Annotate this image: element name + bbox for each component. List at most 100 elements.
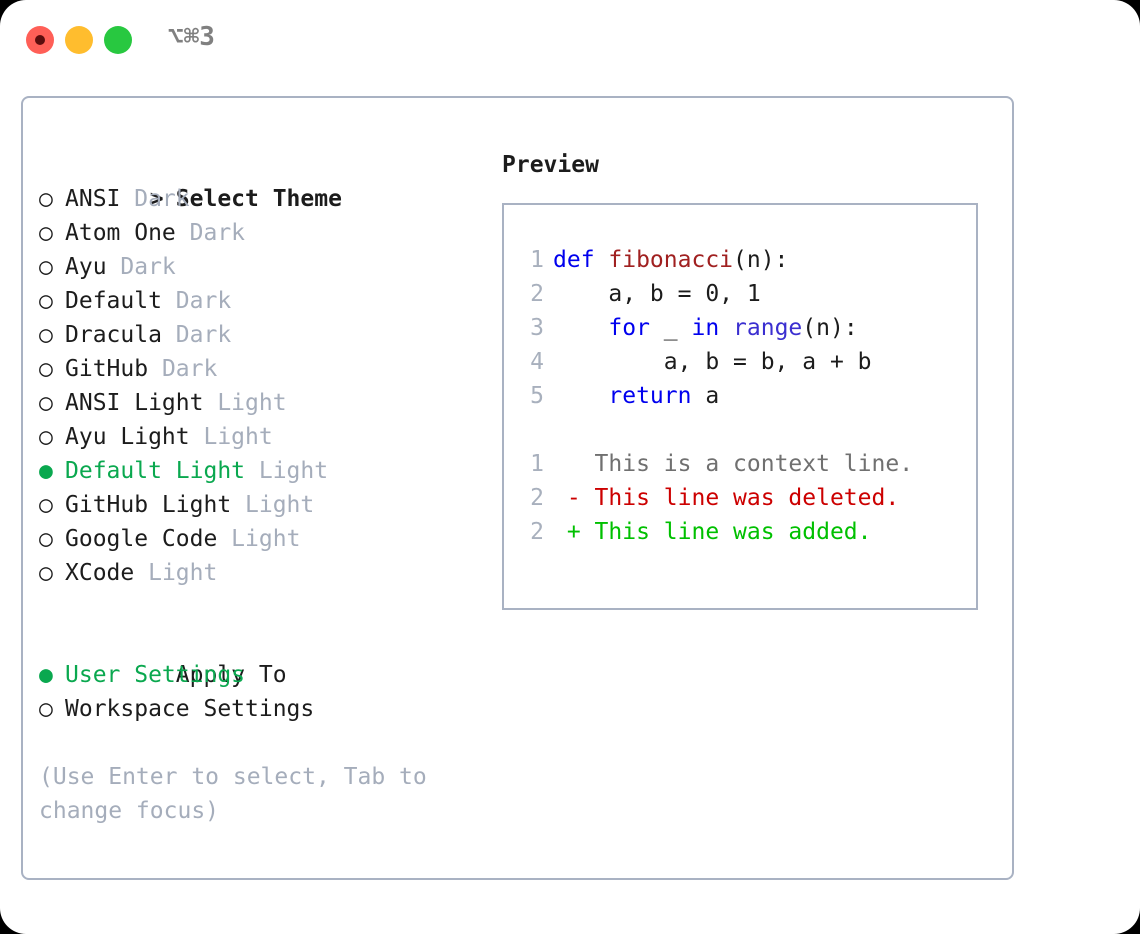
theme-name-label: Ayu [65, 254, 107, 280]
theme-name-label: ANSI Light [65, 390, 204, 416]
radio-unselected-icon[interactable]: ○ [39, 220, 53, 246]
theme-name-label: Default [65, 288, 162, 314]
prompt-caret-icon: > [149, 186, 178, 212]
apply-to-header: Apply To [39, 624, 489, 688]
select-theme-title: Select Theme [175, 186, 342, 212]
theme-list-item[interactable]: ○Ayu Light Light [39, 420, 489, 454]
radio-selected-icon[interactable]: ● [39, 458, 53, 484]
radio-unselected-icon[interactable]: ○ [39, 560, 53, 586]
radio-unselected-icon[interactable]: ○ [39, 390, 53, 416]
radio-unselected-icon[interactable]: ○ [39, 254, 53, 280]
code-token [719, 315, 733, 341]
theme-variant-tag: Dark [120, 186, 190, 212]
theme-list: ○ ANSI Dark ○ Atom One Dark ○ Ayu Dark ○ Defaul… [39, 182, 489, 590]
preview-title: Preview [502, 152, 599, 178]
radio-selected-icon[interactable]: ● [39, 662, 53, 688]
diff-marker: - [553, 485, 581, 511]
diff-text: This line was deleted. [580, 485, 900, 511]
theme-name-label: XCode [65, 560, 135, 586]
apply-to-option[interactable]: ○ Workspace Settings [39, 692, 489, 726]
code-line: 4 a, b = b, a + b [518, 345, 976, 379]
code-token: a [691, 383, 720, 409]
diff-marker [553, 451, 581, 477]
theme-selector-column: > Select Theme ○ANSI Dark○Atom One Dark○… [39, 148, 489, 828]
theme-list-item[interactable]: ○Dracula Dark [39, 318, 489, 352]
diff-text: This line was added. [580, 519, 872, 545]
theme-list-item[interactable]: ○ Google Code Light [39, 522, 489, 556]
line-number: 2 [530, 519, 544, 545]
radio-unselected-icon[interactable]: ○ [39, 696, 53, 722]
theme-list-item[interactable]: ○ Default Dark [39, 284, 489, 318]
theme-variant-tag: Dark [175, 220, 246, 246]
apply-to-options: ● User Settings ○ Workspace Settings [39, 658, 489, 726]
code-token: def [553, 247, 609, 273]
code-token [553, 383, 608, 409]
line-number: 4 [530, 349, 544, 375]
code-token: (n): [802, 315, 858, 341]
theme-name-label: Ayu Light [65, 424, 190, 450]
code-token: _ [649, 315, 692, 341]
code-line: 3 for _ in range(n): [518, 311, 976, 345]
diff-sample: 1 This is a context line. 2 - This line w… [518, 447, 976, 549]
radio-unselected-icon[interactable]: ○ [39, 356, 53, 382]
apply-to-option[interactable]: ● User Settings [39, 658, 489, 692]
theme-list-item[interactable]: ○GitHub Light Light [39, 488, 489, 522]
code-token: a, b = b, a + b [553, 349, 872, 375]
select-theme-header: > Select Theme [39, 148, 489, 212]
radio-unselected-icon[interactable]: ○ [39, 288, 53, 314]
apply-to-label: Workspace Settings [65, 696, 315, 722]
theme-name-label: Default Light [65, 458, 246, 484]
theme-name-label: Atom One [65, 220, 176, 246]
content-panel: > Select Theme ○ANSI Dark○Atom One Dark○… [21, 96, 1014, 880]
diff-marker: + [553, 519, 581, 545]
theme-variant-tag: Light [231, 492, 315, 518]
radio-unselected-icon[interactable]: ○ [39, 492, 53, 518]
code-token: return [608, 383, 692, 409]
theme-list-item[interactable]: ○ ANSI Dark [39, 182, 489, 216]
radio-unselected-icon[interactable]: ○ [39, 322, 53, 348]
theme-name-label: ANSI [65, 186, 121, 212]
code-token: (n): [733, 247, 789, 273]
radio-unselected-icon[interactable]: ○ [39, 526, 53, 552]
theme-variant-tag: Light [245, 458, 329, 484]
line-number: 2 [530, 281, 544, 307]
theme-variant-tag: Dark [148, 356, 218, 382]
close-icon [35, 35, 45, 45]
code-token: a, b = 0, 1 [553, 281, 761, 307]
theme-list-item[interactable]: ○ Ayu Dark [39, 250, 489, 284]
apply-to-title: Apply To [175, 662, 287, 688]
theme-variant-tag: Dark [161, 288, 232, 314]
radio-unselected-icon[interactable]: ○ [39, 424, 53, 450]
diff-line: 2 + This line was added. [518, 515, 976, 549]
theme-list-item[interactable]: ○XCode Light [39, 556, 489, 590]
theme-list-item[interactable]: ○ Atom One Dark [39, 216, 489, 250]
keyboard-hint-text: (Use Enter to select, Tab to change focu… [39, 764, 427, 824]
line-number: 1 [530, 247, 544, 273]
theme-variant-tag: Dark [106, 254, 176, 280]
code-line: 5 return a [518, 379, 976, 413]
radio-unselected-icon[interactable]: ○ [39, 186, 53, 212]
theme-list-item[interactable]: ○ANSI Light Light [39, 386, 489, 420]
code-token: range [733, 315, 803, 341]
theme-name-label: GitHub [65, 356, 149, 382]
code-token [553, 315, 608, 341]
maximize-window-button[interactable] [104, 26, 132, 54]
line-number: 3 [530, 315, 544, 341]
theme-name-label: Google Code [65, 526, 218, 552]
diff-text: This is a context line. [580, 451, 914, 477]
line-number: 5 [530, 383, 544, 409]
theme-variant-tag: Light [217, 526, 301, 552]
theme-list-item[interactable]: ○ GitHub Dark [39, 352, 489, 386]
line-number: 1 [530, 451, 544, 477]
minimize-window-button[interactable] [65, 26, 93, 54]
code-token: in [691, 315, 720, 341]
theme-list-item[interactable]: ● Default Light Light [39, 454, 489, 488]
code-line: 2 a, b = 0, 1 [518, 277, 976, 311]
keyboard-shortcut-label: ⌥⌘3 [168, 22, 215, 52]
apply-to-label: User Settings [65, 662, 246, 688]
code-diff-spacer [518, 413, 976, 447]
